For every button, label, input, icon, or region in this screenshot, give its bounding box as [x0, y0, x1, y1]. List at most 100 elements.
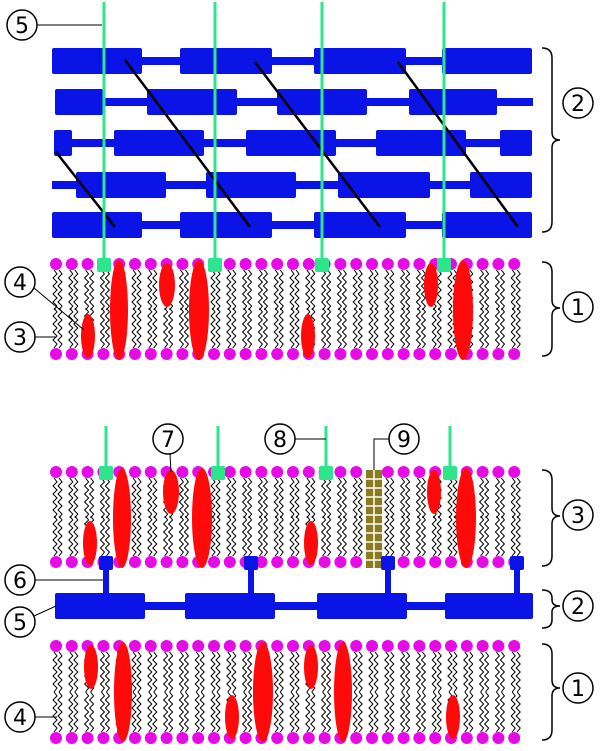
filament-row-2 — [55, 89, 533, 115]
phospholipid — [397, 639, 411, 693]
phospholipid — [175, 515, 189, 569]
phospholipid — [302, 691, 316, 745]
phospholipid — [397, 307, 411, 361]
phospholipid — [476, 465, 490, 519]
phospholipid — [144, 515, 158, 569]
phospholipid — [333, 307, 347, 361]
phospholipid — [49, 257, 63, 311]
phospholipid — [349, 691, 363, 745]
bottom-callout-8: 8 — [264, 423, 326, 455]
phospholipid — [381, 465, 395, 519]
phospholipid — [397, 515, 411, 569]
phospholipid — [428, 307, 442, 361]
phospholipid — [476, 307, 490, 361]
phospholipid — [302, 465, 316, 519]
bottom-bracket-2: 2 — [541, 589, 594, 629]
phospholipid — [491, 515, 505, 569]
phospholipid — [491, 257, 505, 311]
bottom-lower-proteins — [84, 642, 460, 742]
top-callout-3: 3 — [4, 321, 56, 353]
svg-text:7: 7 — [161, 428, 175, 453]
phospholipid — [349, 307, 363, 361]
phospholipid — [349, 465, 363, 519]
filament-row-1 — [52, 48, 532, 74]
phospholipid — [286, 465, 300, 519]
bottom-callout-7: 7 — [152, 423, 184, 473]
phospholipid — [65, 515, 79, 569]
top-membrane-proteins — [81, 260, 473, 360]
phospholipid — [254, 465, 268, 519]
phospholipid — [381, 691, 395, 745]
phospholipid — [397, 691, 411, 745]
phospholipid — [397, 257, 411, 311]
top-callout-4: 4 — [4, 266, 85, 331]
top-anchors — [97, 2, 451, 272]
bottom-upper-proteins — [83, 468, 476, 568]
phospholipid — [65, 257, 79, 311]
phospholipid — [223, 465, 237, 519]
svg-text:1: 1 — [571, 677, 585, 702]
phospholipid — [207, 691, 221, 745]
phospholipid — [286, 691, 300, 745]
bottom-bracket-3: 3 — [541, 469, 594, 567]
bottom-callout-5: 5 — [4, 605, 57, 638]
phospholipid — [144, 307, 158, 361]
phospholipid — [65, 465, 79, 519]
phospholipid — [349, 639, 363, 693]
phospholipid — [96, 691, 110, 745]
phospholipid — [96, 639, 110, 693]
svg-text:3: 3 — [571, 504, 585, 529]
phospholipid — [81, 691, 95, 745]
phospholipid — [476, 257, 490, 311]
phospholipid — [412, 307, 426, 361]
top-cytoskeleton — [52, 48, 533, 238]
phospholipid — [381, 639, 395, 693]
phospholipid — [412, 639, 426, 693]
phospholipid — [318, 691, 332, 745]
phospholipid — [365, 257, 379, 311]
phospholipid — [254, 257, 268, 311]
svg-text:9: 9 — [397, 428, 411, 453]
svg-text:8: 8 — [273, 428, 287, 453]
phospholipid — [412, 691, 426, 745]
phospholipid — [270, 639, 284, 693]
phospholipid — [270, 257, 284, 311]
phospholipid — [144, 465, 158, 519]
phospholipid — [286, 515, 300, 569]
phospholipid — [476, 691, 490, 745]
bottom-bracket-1: 1 — [541, 643, 594, 741]
phospholipid — [49, 515, 63, 569]
svg-text:5: 5 — [15, 14, 29, 39]
phospholipid — [397, 465, 411, 519]
svg-text:1: 1 — [571, 296, 585, 321]
svg-text:3: 3 — [13, 326, 27, 351]
phospholipid — [270, 515, 284, 569]
phospholipid — [318, 307, 332, 361]
phospholipid — [507, 691, 521, 745]
phospholipid — [491, 691, 505, 745]
phospholipid — [333, 465, 347, 519]
phospholipid — [491, 307, 505, 361]
svg-text:4: 4 — [13, 706, 27, 731]
phospholipid — [254, 307, 268, 361]
phospholipid — [333, 515, 347, 569]
phospholipid — [223, 307, 237, 361]
phospholipid — [160, 691, 174, 745]
phospholipid — [191, 639, 205, 693]
phospholipid — [239, 465, 253, 519]
phospholipid — [160, 639, 174, 693]
phospholipid — [65, 691, 79, 745]
phospholipid — [207, 639, 221, 693]
phospholipid — [428, 691, 442, 745]
phospholipid — [239, 691, 253, 745]
phospholipid — [428, 515, 442, 569]
phospholipid — [491, 465, 505, 519]
phospholipid — [270, 307, 284, 361]
phospholipid — [49, 691, 63, 745]
phospholipid — [381, 257, 395, 311]
phospholipid — [507, 257, 521, 311]
phospholipid — [175, 691, 189, 745]
phospholipid — [128, 307, 142, 361]
phospholipid — [507, 307, 521, 361]
